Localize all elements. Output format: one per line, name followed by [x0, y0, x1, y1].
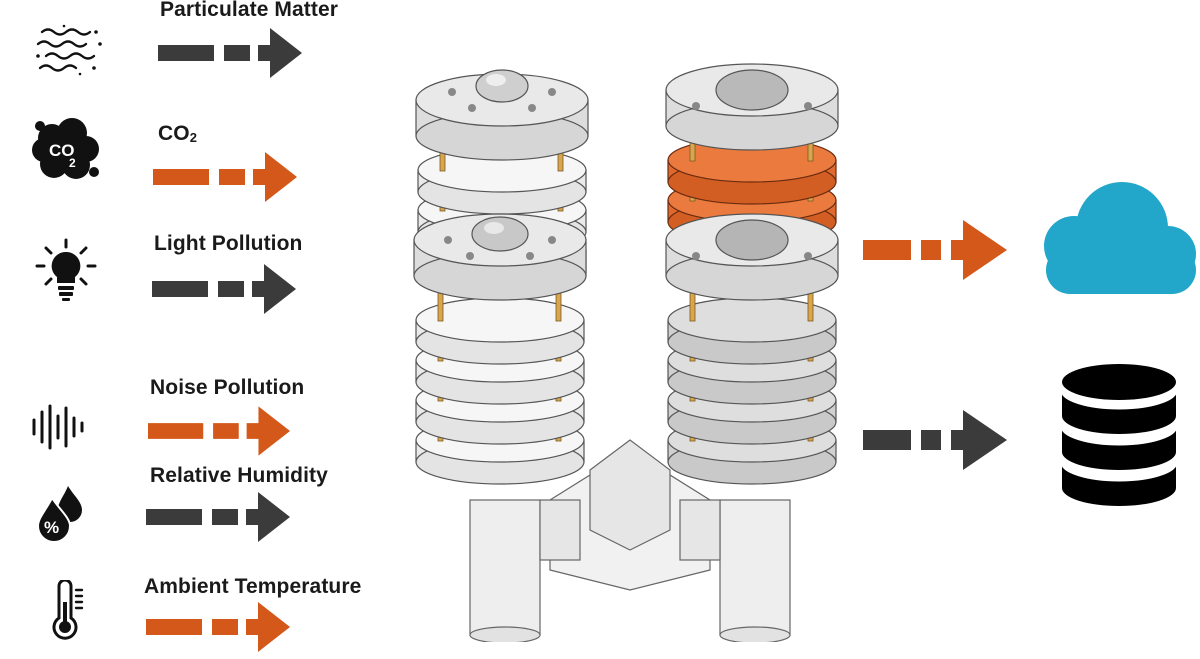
label-co2: CO2 — [158, 122, 197, 146]
cloud-icon — [1044, 182, 1196, 294]
label-light-pollution: Light Pollution — [154, 232, 303, 255]
label-co2-subscript: 2 — [189, 130, 198, 145]
label-co2-main: CO — [158, 122, 190, 145]
label-noise-pollution: Noise Pollution — [150, 376, 305, 399]
co2-cloud-icon: CO 2 — [32, 118, 99, 179]
arrow-light-pollution — [152, 264, 296, 314]
label-relative-humidity: Relative Humidity — [150, 464, 328, 487]
arrow-relative-humidity — [146, 492, 290, 542]
arrow-particulate-matter — [158, 28, 302, 78]
light-bulb-icon — [35, 238, 97, 301]
label-ambient-temperature: Ambient Temperature — [144, 575, 362, 598]
humidity-icon-text: % — [44, 518, 59, 537]
co2-icon-text: CO — [49, 141, 75, 160]
co2-icon-subscript: 2 — [69, 156, 76, 170]
humidity-drop-icon: % — [36, 486, 82, 542]
database-icon — [1060, 364, 1178, 506]
sound-wave-icon — [32, 404, 84, 450]
thermometer-icon — [52, 580, 84, 640]
arrow-to-cloud — [863, 220, 1007, 280]
arrow-to-database — [863, 410, 1007, 470]
label-particulate-matter: Particulate Matter — [160, 0, 339, 21]
sensor-station-illustration — [413, 63, 839, 642]
arrow-noise-pollution — [148, 406, 291, 456]
particulate-icon — [36, 24, 102, 76]
arrow-ambient-temperature — [146, 602, 290, 652]
arrow-co2 — [153, 152, 297, 202]
